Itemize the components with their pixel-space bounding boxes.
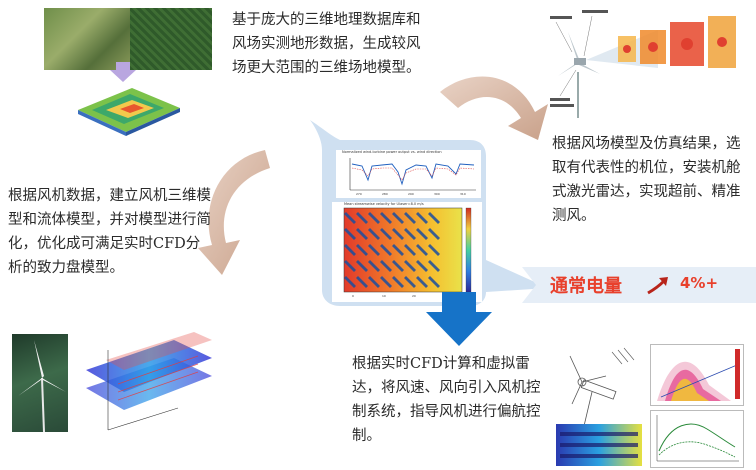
- step-control-text: 根据实时CFD计算和虚拟雷达，将风速、风向引入风机控制系统，指导风机进行偏航控制…: [352, 356, 541, 444]
- down-arrow: [426, 292, 492, 346]
- yaw-turbine-sketch: [569, 347, 635, 427]
- center-line-plot: Normalized wind-turbine power output vs.…: [336, 150, 481, 198]
- lidar-diagram: [550, 10, 736, 118]
- satellite-image-left: [44, 8, 130, 70]
- badge-value: 4%+: [680, 274, 719, 292]
- svg-text:20: 20: [412, 294, 416, 298]
- turbine-photo: [12, 334, 68, 432]
- svg-text:310: 310: [460, 192, 466, 196]
- center-heatmap: Mean streamwise velocity for Ulaser=8.0 …: [332, 202, 482, 302]
- gain-badge: 通常电量 4%+: [522, 263, 756, 307]
- trend-up-arrow-icon: [647, 277, 668, 295]
- turbine-blades-icon: [558, 32, 600, 76]
- svg-text:0: 0: [352, 294, 354, 298]
- terrain-3d-model: [78, 88, 180, 136]
- satellite-to-terrain-arrow: [110, 62, 136, 82]
- svg-text:290: 290: [408, 192, 414, 196]
- step-lidar-text: 根据风场模型及仿真结果，选取有代表性的机位，安装机舱式激光雷达，实现超前、精准测…: [552, 136, 741, 224]
- svg-text:300: 300: [434, 192, 440, 196]
- wake-streaks: [344, 212, 440, 288]
- badge-label: 通常电量: [550, 276, 622, 297]
- step-turbine-text: 根据风机数据，建立风机三维模型和流体模型，并对模型进行简化，优化成可满足实时CF…: [8, 188, 211, 276]
- cfd-flow-model: [86, 332, 212, 431]
- svg-text:270: 270: [356, 192, 362, 196]
- cfd-wake-strip: [556, 424, 642, 466]
- power-contour-plot: [650, 344, 744, 406]
- power-curve: [351, 163, 475, 186]
- heatmap-colorbar: [465, 207, 472, 293]
- satellite-image-right: [130, 8, 212, 70]
- step-terrain-text: 基于庞大的三维地理数据库和风场实测地形数据，生成较风场更大范围的三维场地模型。: [232, 12, 421, 76]
- left-cycle-arrow: [198, 150, 270, 275]
- svg-text:280: 280: [382, 192, 388, 196]
- svg-text:10: 10: [382, 294, 386, 298]
- top-cycle-arrow: [440, 76, 548, 140]
- heatmap-title: Mean streamwise velocity for Ulaser=8.0 …: [344, 202, 424, 206]
- control-response-plot: [650, 410, 744, 468]
- line-plot-title: Normalized wind-turbine power output vs.…: [342, 150, 442, 154]
